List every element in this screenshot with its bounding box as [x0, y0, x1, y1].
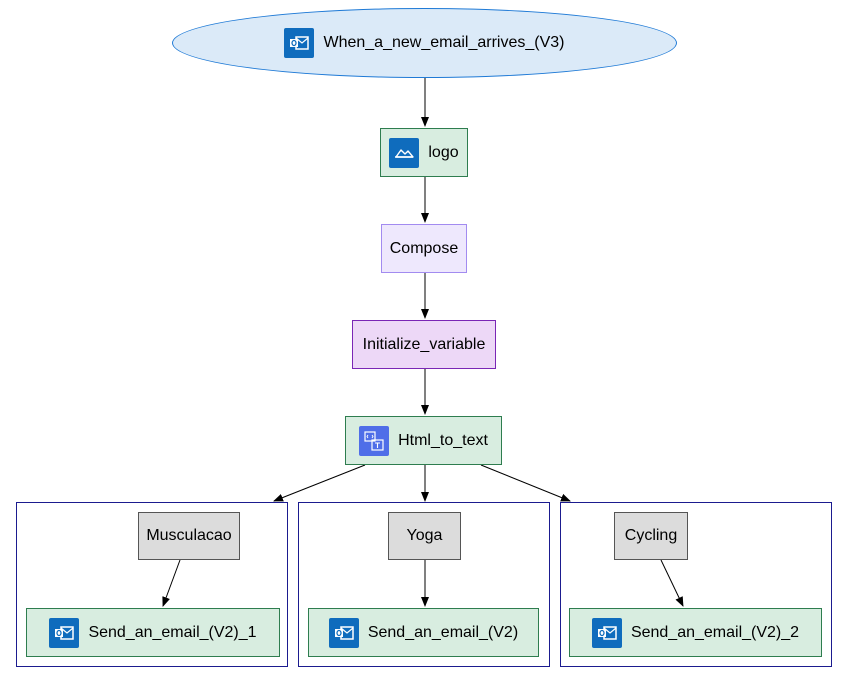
yoga-node[interactable]: Yoga [388, 512, 461, 560]
logo-node[interactable]: logo [380, 128, 468, 177]
send-email-v2-label: Send_an_email_(V2) [367, 623, 519, 641]
send-email-v2-2-label: Send_an_email_(V2)_2 [630, 623, 800, 641]
initialize-variable-node[interactable]: Initialize_variable [352, 320, 496, 369]
send-email-v2-1-node[interactable]: Send_an_email_(V2)_1 [26, 608, 280, 657]
musculacao-node[interactable]: Musculacao [138, 512, 240, 560]
outlook-mail-icon [284, 28, 315, 58]
html-to-text-node[interactable]: Html_to_text [345, 416, 502, 465]
trigger-label: When_a_new_email_arrives_(V3) [323, 34, 565, 51]
compose-label: Compose [389, 239, 459, 257]
edge-htmltotext-cycling [480, 464, 571, 502]
yoga-label: Yoga [406, 527, 443, 544]
logo-label: logo [428, 143, 459, 161]
cluster-cycling [560, 502, 832, 667]
cluster-yoga [298, 502, 550, 667]
cloud-storage-icon [389, 137, 420, 168]
cycling-label: Cycling [624, 527, 678, 544]
initialize-variable-label: Initialize_variable [362, 335, 486, 353]
musculacao-label: Musculacao [146, 527, 232, 544]
cycling-node[interactable]: Cycling [614, 512, 688, 560]
edge-cycling-send3 [660, 559, 684, 607]
send-email-v2-node[interactable]: Send_an_email_(V2) [308, 608, 539, 657]
outlook-mail-icon [328, 617, 359, 648]
cluster-musculacao [16, 502, 288, 667]
html-to-text-icon [359, 425, 390, 456]
compose-node[interactable]: Compose [381, 224, 467, 273]
outlook-mail-icon [591, 617, 622, 648]
trigger-node[interactable]: When_a_new_email_arrives_(V3) [172, 8, 677, 78]
send-email-v2-2-node[interactable]: Send_an_email_(V2)_2 [569, 608, 822, 657]
send-email-v2-1-label: Send_an_email_(V2)_1 [88, 623, 257, 641]
html-to-text-label: Html_to_text [398, 431, 488, 449]
edge-musculacao-send1 [162, 559, 181, 607]
outlook-mail-icon [49, 617, 80, 648]
edge-htmltotext-musculacao [273, 464, 366, 502]
